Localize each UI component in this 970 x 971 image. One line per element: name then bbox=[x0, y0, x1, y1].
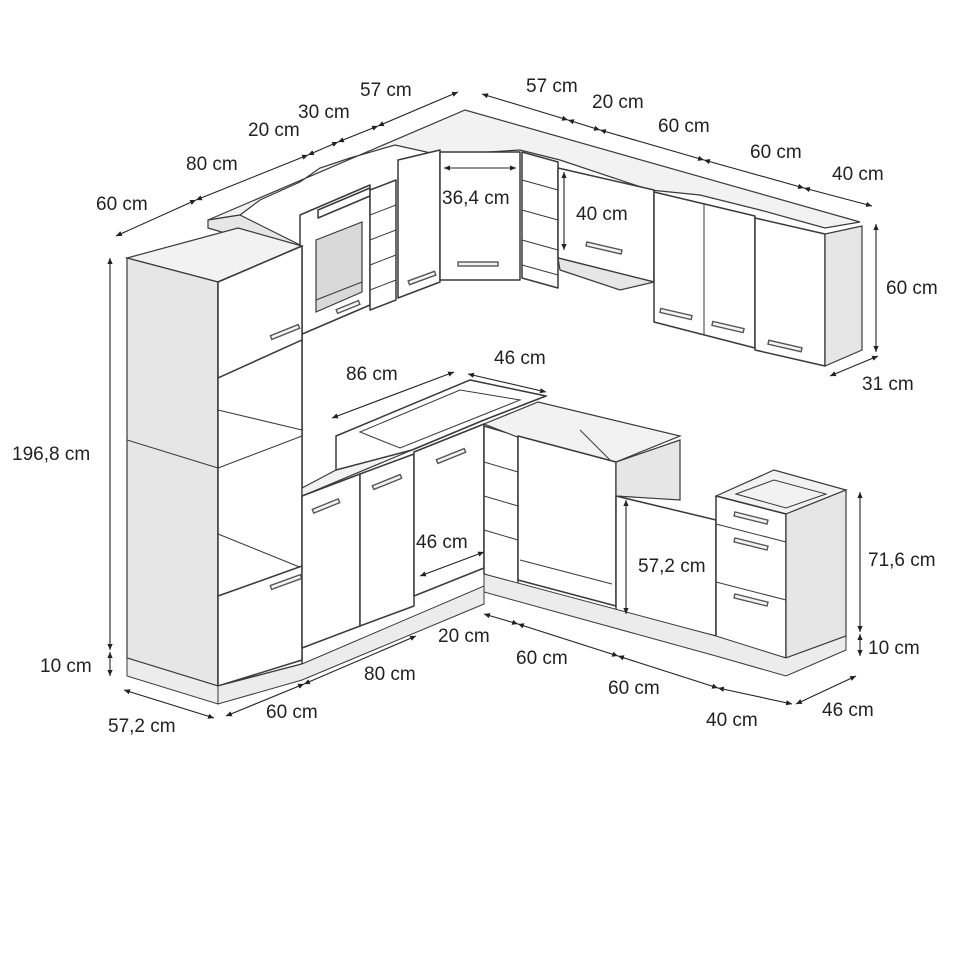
base-dim-d46: 46 cm bbox=[822, 700, 874, 721]
drawer-unit-side bbox=[785, 489, 847, 659]
upper-dim-57b: 57 cm bbox=[526, 76, 578, 97]
tall-dim-plinth: 10 cm bbox=[40, 656, 92, 677]
base-dim-60: 60 cm bbox=[266, 702, 318, 723]
base-frame-60 bbox=[517, 435, 617, 607]
base-dim-40: 40 cm bbox=[706, 710, 758, 731]
upper-cabinets bbox=[207, 109, 863, 367]
base-dim-inner-depth: 46 cm bbox=[416, 532, 468, 553]
base-dim-20: 20 cm bbox=[438, 626, 490, 647]
glass-cabinet-handle bbox=[335, 299, 361, 315]
drawer-unit-top-inner bbox=[734, 479, 828, 509]
drawer-3-handle bbox=[733, 593, 769, 607]
upper-dim-20a: 20 cm bbox=[248, 120, 300, 141]
base-dim-86: 86 cm bbox=[346, 364, 398, 385]
base-dim-plinth: 10 cm bbox=[868, 638, 920, 659]
upper-dim-30: 30 cm bbox=[298, 102, 350, 123]
upper-corner-cabinet bbox=[439, 151, 521, 281]
upper-dim-60: 60 cm bbox=[96, 194, 148, 215]
dimension-lines bbox=[107, 91, 879, 719]
upper-flap-cabinet-bottom bbox=[557, 257, 655, 291]
upper-dim-57a: 57 cm bbox=[360, 80, 412, 101]
corner-cabinet-handle bbox=[457, 261, 499, 267]
base-open-shelf bbox=[483, 425, 519, 587]
door-cabinet-40-handle bbox=[767, 339, 803, 353]
base-dim-80: 80 cm bbox=[364, 664, 416, 685]
upper-dim-40: 40 cm bbox=[832, 164, 884, 185]
upper-open-shelf-20 bbox=[369, 179, 397, 311]
upper-dim-d31: 31 cm bbox=[862, 374, 914, 395]
tall-lower-drawer bbox=[217, 565, 303, 687]
upper-dim-60c: 60 cm bbox=[750, 142, 802, 163]
base-dim-dishwasher: 57,2 cm bbox=[638, 556, 706, 577]
upper-dim-80: 80 cm bbox=[186, 154, 238, 175]
base-dim-height: 71,6 cm bbox=[868, 550, 936, 571]
upper-dim-h60: 60 cm bbox=[886, 278, 938, 299]
tall-cabinet-side bbox=[126, 257, 219, 687]
upper-dim-20b: 20 cm bbox=[592, 92, 644, 113]
glass-door bbox=[315, 221, 363, 313]
upper-door-cabinet-30 bbox=[397, 149, 441, 299]
base-cabinet-80 bbox=[359, 453, 415, 627]
base-dim-46: 46 cm bbox=[494, 348, 546, 369]
base-corner-cabinet bbox=[413, 423, 485, 597]
upper-dim-60b: 60 cm bbox=[658, 116, 710, 137]
tall-upper-door-handle bbox=[269, 323, 301, 341]
double-door-handle-left bbox=[659, 307, 693, 321]
base-cabinet-60-handle bbox=[311, 497, 341, 515]
base-cabinet-60 bbox=[301, 473, 361, 649]
base-dim-60b: 60 cm bbox=[516, 648, 568, 669]
tall-lower-drawer-handle bbox=[269, 573, 303, 591]
upper-open-shelf-right bbox=[521, 151, 559, 289]
drawer-2-handle bbox=[733, 537, 769, 551]
upper-door-cabinet-40-side bbox=[824, 225, 863, 367]
dishwasher-side bbox=[615, 439, 681, 501]
door-cabinet-30-handle bbox=[407, 270, 437, 286]
base-right-plinth bbox=[483, 573, 847, 677]
base-dim-60c: 60 cm bbox=[608, 678, 660, 699]
upper-dim-corner-door: 36,4 cm bbox=[442, 188, 510, 209]
tall-dim-height: 196,8 cm bbox=[12, 444, 90, 465]
base-cabinets bbox=[217, 379, 848, 705]
drawer-1-handle bbox=[733, 511, 769, 525]
upper-door-cabinet-40 bbox=[754, 217, 826, 367]
double-door-handle-right bbox=[711, 320, 745, 334]
base-cabinet-80-handle bbox=[371, 473, 403, 491]
appliance-niche bbox=[217, 339, 303, 597]
tall-cabinet bbox=[124, 227, 304, 705]
upper-dim-flap-height: 40 cm bbox=[576, 204, 628, 225]
dimension-labels: 60 cm 80 cm 20 cm 30 cm 57 cm 57 cm 20 c… bbox=[12, 76, 938, 737]
flap-cabinet-handle bbox=[585, 241, 623, 255]
base-corner-cabinet-handle bbox=[435, 447, 467, 465]
tall-dim-depth: 57,2 cm bbox=[108, 716, 176, 737]
